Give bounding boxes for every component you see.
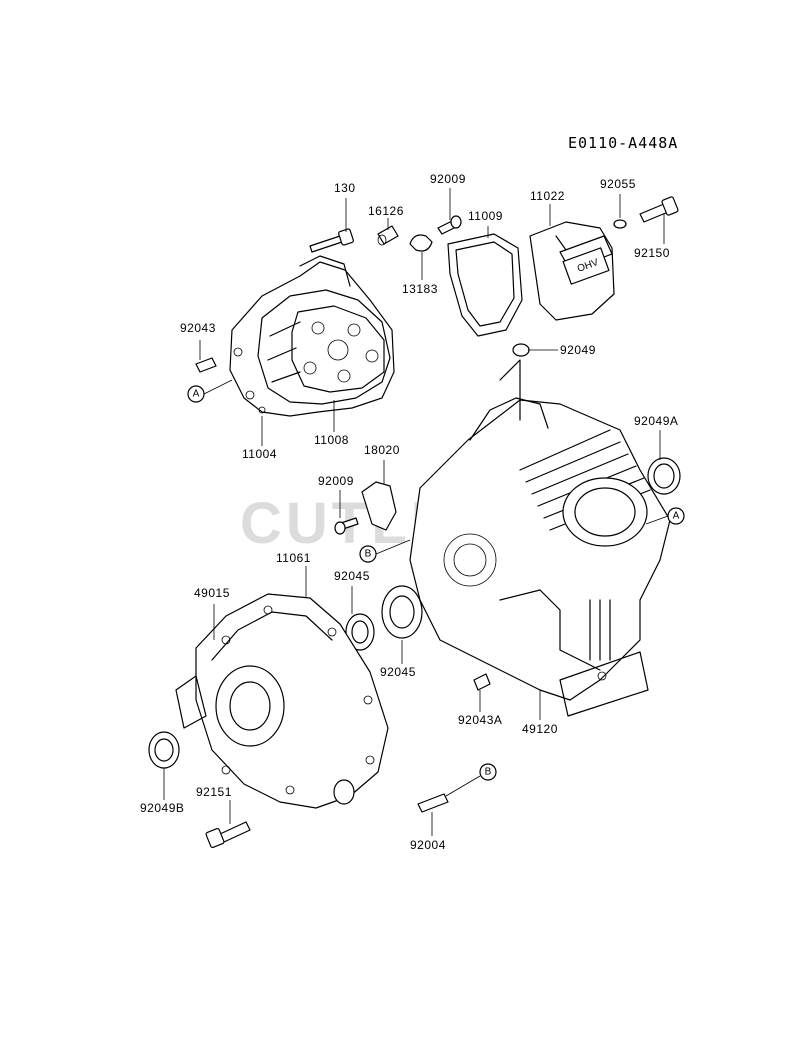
bolt-130 — [309, 228, 354, 253]
label-92004: 92004 — [410, 838, 446, 852]
label-130: 130 — [334, 181, 356, 195]
bolt-92151 — [205, 821, 251, 849]
bearing-92045-a — [345, 613, 375, 651]
seal-92049B — [148, 731, 180, 769]
label-92049: 92049 — [560, 343, 596, 357]
label-11061: 11061 — [276, 551, 311, 565]
rocker-cover-11022: OHV — [529, 221, 615, 321]
crankcase-49120 — [409, 359, 671, 717]
label-92055: 92055 — [600, 177, 636, 191]
svg-text:A: A — [673, 511, 680, 522]
bolt-92150 — [639, 196, 679, 223]
label-11008: 11008 — [314, 433, 349, 447]
svg-text:B: B — [485, 767, 492, 778]
label-92043A: 92043A — [458, 713, 502, 727]
pin-92043 — [195, 357, 217, 373]
cylinder-head-11008 — [229, 255, 395, 417]
diagram-code: E0110-A448A — [568, 134, 678, 152]
svg-text:B: B — [365, 549, 372, 560]
label-49120: 49120 — [522, 722, 558, 736]
label-49015: 49015 — [194, 586, 230, 600]
label-92009-top: 92009 — [430, 172, 466, 186]
label-16126: 16126 — [368, 204, 404, 218]
screw-92009-top — [437, 215, 462, 235]
breather-18020 — [361, 481, 397, 531]
ref-marker-a-right: A — [667, 507, 685, 525]
label-13183: 13183 — [402, 282, 438, 296]
ref-marker-a-upper: A — [187, 385, 205, 403]
label-92043: 92043 — [180, 321, 216, 335]
oring-92055 — [613, 219, 627, 229]
label-92049A: 92049A — [634, 414, 678, 428]
bearing-92045-b — [381, 585, 423, 639]
label-92049B: 92049B — [140, 801, 184, 815]
gasket-11009 — [447, 233, 523, 337]
label-18020: 18020 — [364, 443, 400, 457]
label-11022: 11022 — [530, 189, 565, 203]
label-92009-lower: 92009 — [318, 474, 354, 488]
gasket-13183 — [409, 234, 433, 252]
svg-text:A: A — [193, 389, 200, 400]
label-11004: 11004 — [242, 447, 277, 461]
ref-marker-b-left: B — [359, 545, 377, 563]
label-11009: 11009 — [468, 209, 503, 223]
stud-92004 — [417, 793, 449, 813]
label-92045-top: 92045 — [334, 569, 370, 583]
label-92150: 92150 — [634, 246, 670, 260]
ref-marker-b-lower: B — [479, 763, 497, 781]
pin-16126 — [377, 225, 399, 246]
seal-92049A — [647, 457, 681, 495]
crankcase-cover-11061 — [175, 593, 389, 809]
plug-92049 — [512, 343, 530, 357]
label-92045-bottom: 92045 — [380, 665, 416, 679]
screw-92009-lower — [334, 517, 359, 535]
pin-92043A — [473, 673, 491, 691]
label-92151: 92151 — [196, 785, 232, 799]
leader-lines — [163, 188, 669, 836]
